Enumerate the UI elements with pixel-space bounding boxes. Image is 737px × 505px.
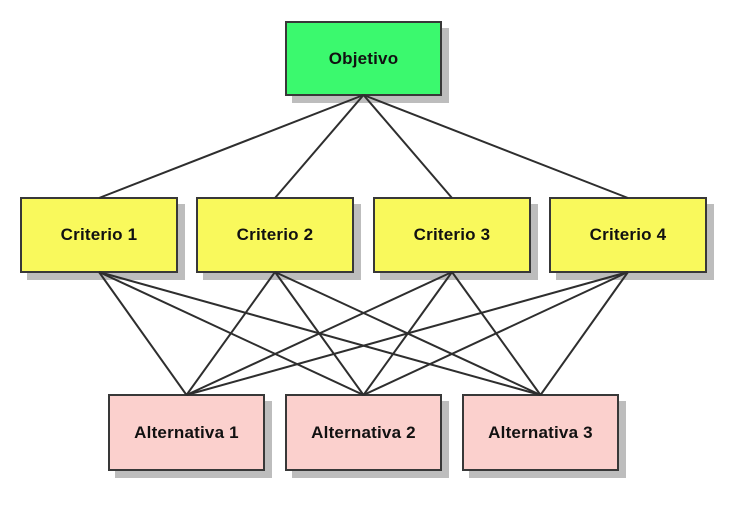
edge-criterio1-alternativa2 xyxy=(98,271,364,396)
edge-criterio2-alternativa2 xyxy=(274,271,365,396)
alternative-node-1: Alternativa 1 xyxy=(108,394,265,471)
criteria-node-label: Criterio 1 xyxy=(60,225,138,244)
alternative-node-2: Alternativa 2 xyxy=(285,394,442,471)
criteria-node-2: Criterio 2 xyxy=(196,197,354,273)
criteria-node-4: Criterio 4 xyxy=(549,197,707,273)
goal-node-label: Objetivo xyxy=(328,48,399,68)
alternative-node-label: Alternativa 2 xyxy=(311,422,416,442)
edge-criterio2-alternativa3 xyxy=(274,271,541,396)
edge-criterio3-alternativa3 xyxy=(451,271,542,396)
edge-objetivo-criterio4 xyxy=(363,94,629,199)
edge-criterio4-alternativa2 xyxy=(363,271,629,396)
alternative-node-label: Alternativa 3 xyxy=(488,422,593,442)
criteria-node-label: Criterio 2 xyxy=(236,225,314,244)
edge-criterio4-alternativa3 xyxy=(539,271,629,396)
edge-objetivo-criterio2 xyxy=(274,94,365,199)
criteria-node-1: Criterio 1 xyxy=(20,197,178,273)
goal-node-objetivo: Objetivo xyxy=(285,21,442,96)
edge-criterio2-alternativa1 xyxy=(185,271,276,396)
edge-objetivo-criterio3 xyxy=(362,94,453,199)
edge-criterio3-alternativa2 xyxy=(362,271,453,396)
edge-criterio1-alternativa1 xyxy=(98,271,188,396)
edge-objetivo-criterio1 xyxy=(98,94,364,199)
alternative-node-label: Alternativa 1 xyxy=(134,422,239,442)
criteria-node-label: Criterio 4 xyxy=(589,225,667,244)
edge-criterio3-alternativa1 xyxy=(186,271,453,396)
edge-criterio1-alternativa3 xyxy=(98,271,541,396)
alternative-node-3: Alternativa 3 xyxy=(462,394,619,471)
edge-criterio4-alternativa1 xyxy=(186,271,629,396)
criteria-node-3: Criterio 3 xyxy=(373,197,531,273)
criteria-node-label: Criterio 3 xyxy=(413,225,491,244)
